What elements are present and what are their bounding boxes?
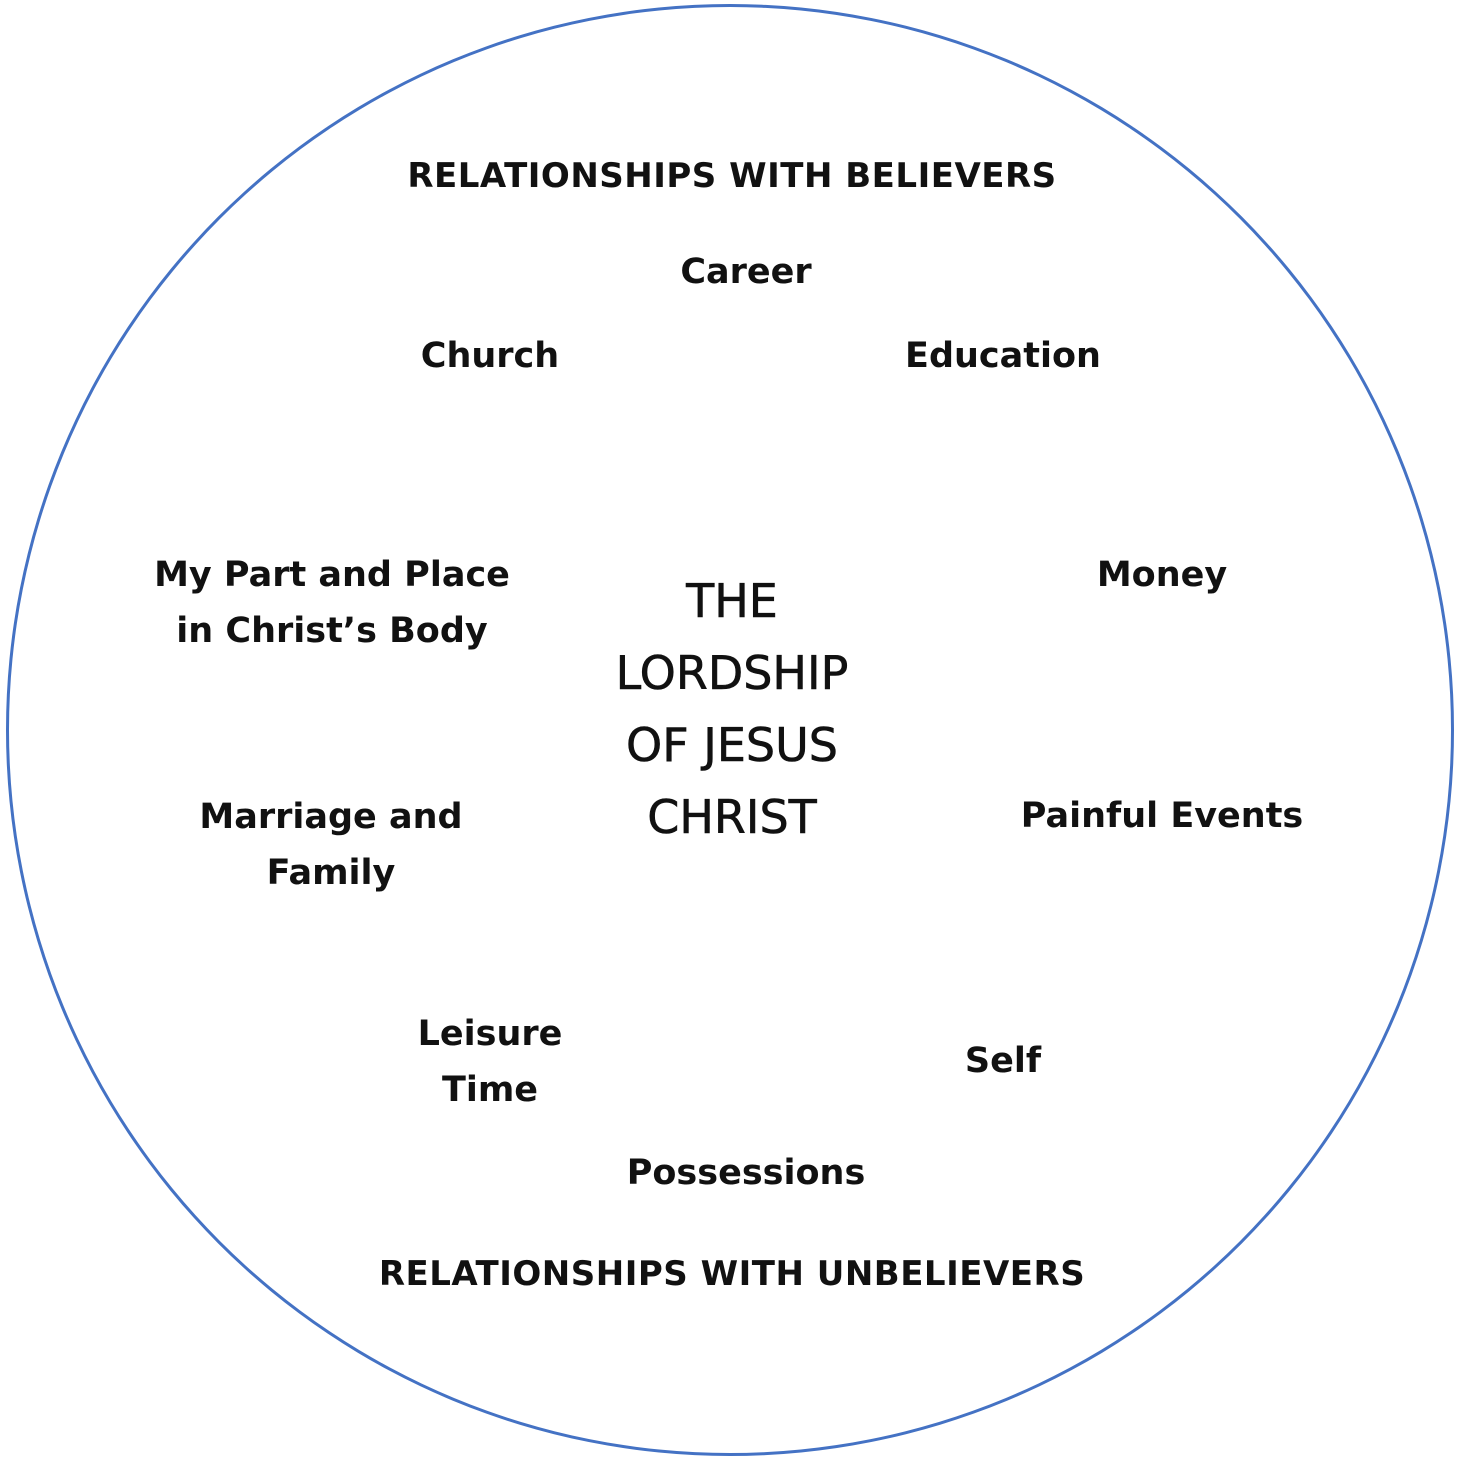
body-part-label: My Part and Place in Christ’s Body: [154, 547, 510, 659]
marriage-family-label: Marriage and Family: [199, 789, 462, 901]
marriage-family-line-2: Family: [266, 853, 396, 893]
painful-events-label: Painful Events: [1020, 796, 1304, 836]
center-title-line-3: OF JESUS: [626, 718, 839, 773]
leisure-time-line-1: Leisure: [417, 1014, 563, 1054]
body-part-line-2: in Christ’s Body: [176, 611, 488, 651]
money-label: Money: [1096, 555, 1228, 595]
relationships-with-believers-heading: RELATIONSHIPS WITH BELIEVERS: [407, 156, 1057, 196]
relationships-with-unbelievers-heading: RELATIONSHIPS WITH UNBELIEVERS: [378, 1254, 1086, 1294]
marriage-family-line-1: Marriage and: [199, 797, 463, 837]
leisure-time-line-2: Time: [441, 1070, 539, 1110]
center-title-line-4: CHRIST: [647, 790, 817, 845]
career-label: Career: [680, 252, 812, 292]
education-label: Education: [905, 336, 1101, 376]
church-label: Church: [420, 336, 560, 376]
possessions-label: Possessions: [626, 1153, 866, 1193]
center-title-line-1: THE: [686, 574, 778, 629]
center-title-line-2: LORDSHIP: [615, 646, 849, 701]
center-title: THE LORDSHIP OF JESUS CHRIST: [615, 565, 849, 853]
leisure-time-label: Leisure Time: [418, 1006, 563, 1118]
self-label: Self: [964, 1041, 1042, 1081]
body-part-line-1: My Part and Place: [154, 555, 510, 595]
outer-circle: [6, 4, 1454, 1456]
